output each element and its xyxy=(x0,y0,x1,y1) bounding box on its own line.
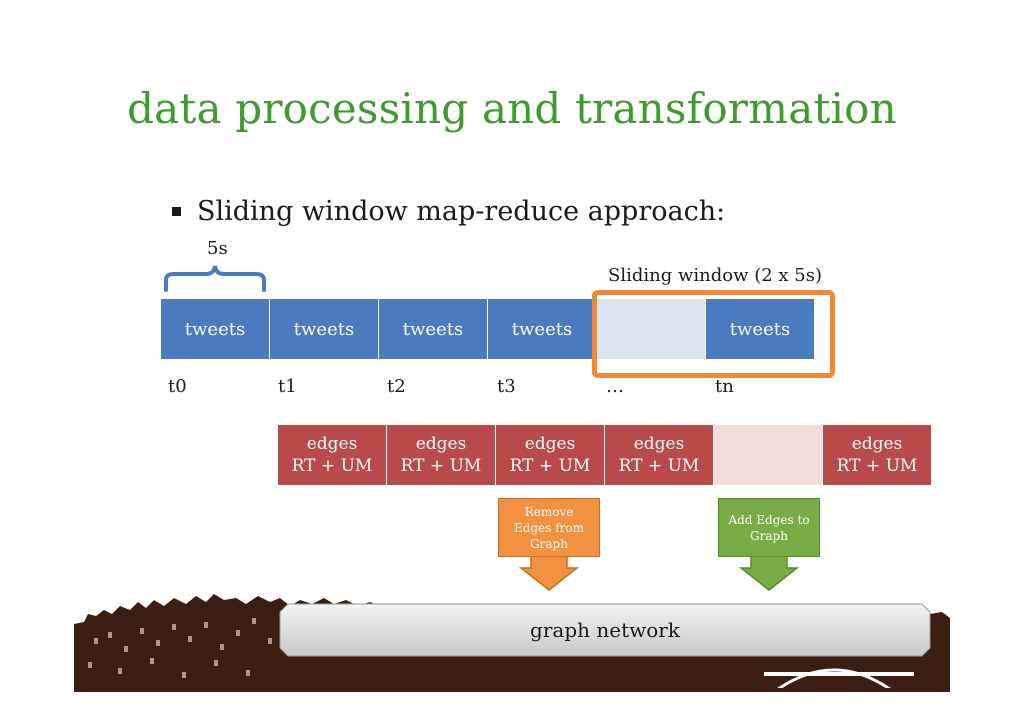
window-label: Sliding window (2 x 5s) xyxy=(608,265,822,286)
edge-type-label: RT + UM xyxy=(509,456,591,476)
edge-label: edges xyxy=(415,434,467,454)
edge-block: edges RT + UM xyxy=(605,425,713,485)
edge-label: edges xyxy=(306,434,358,454)
remove-arrow-icon xyxy=(519,556,579,591)
edge-label: edges xyxy=(851,434,903,454)
time-label: t0 xyxy=(168,376,187,397)
time-label: tn xyxy=(715,376,734,397)
edge-block: edges RT + UM xyxy=(823,425,931,485)
tweet-block: tweets xyxy=(379,299,487,359)
remove-edges-callout: Remove Edges from Graph xyxy=(498,498,600,557)
edge-type-label: RT + UM xyxy=(400,456,482,476)
edge-label: edges xyxy=(633,434,685,454)
edge-block: edges RT + UM xyxy=(278,425,386,485)
add-edges-callout: Add Edges to Graph xyxy=(718,498,820,557)
sliding-window-highlight xyxy=(592,290,835,378)
edge-type-label: RT + UM xyxy=(291,456,373,476)
brace-icon xyxy=(164,265,266,292)
bullet-text: Sliding window map-reduce approach: xyxy=(197,196,726,227)
time-label: t1 xyxy=(278,376,297,397)
edge-block: edges RT + UM xyxy=(496,425,604,485)
edge-timeline: edges RT + UM edges RT + UM edges RT + U… xyxy=(278,425,932,485)
graph-network-banner: graph network xyxy=(278,602,932,658)
edge-block: edges RT + UM xyxy=(387,425,495,485)
time-label: … xyxy=(606,376,624,397)
tweet-timeline: tweets tweets tweets tweets tweets xyxy=(161,299,815,359)
edge-label: edges xyxy=(524,434,576,454)
edge-type-label: RT + UM xyxy=(836,456,918,476)
add-arrow-icon xyxy=(739,556,799,591)
banner-shape xyxy=(279,603,931,657)
slide-title: data processing and transformation xyxy=(127,84,897,133)
bullet-square-icon xyxy=(172,207,181,216)
interval-label: 5s xyxy=(207,238,228,259)
time-label: t3 xyxy=(497,376,516,397)
tweet-block: tweets xyxy=(706,299,814,359)
tweet-block-empty xyxy=(597,299,705,359)
tweet-block: tweets xyxy=(488,299,596,359)
time-label: t2 xyxy=(387,376,406,397)
edge-type-label: RT + UM xyxy=(618,456,700,476)
bullet-item: Sliding window map-reduce approach: xyxy=(172,196,725,227)
tweet-block: tweets xyxy=(270,299,378,359)
edge-block-empty xyxy=(714,425,822,485)
graph-network-label: graph network xyxy=(530,618,680,642)
tweet-block: tweets xyxy=(161,299,269,359)
